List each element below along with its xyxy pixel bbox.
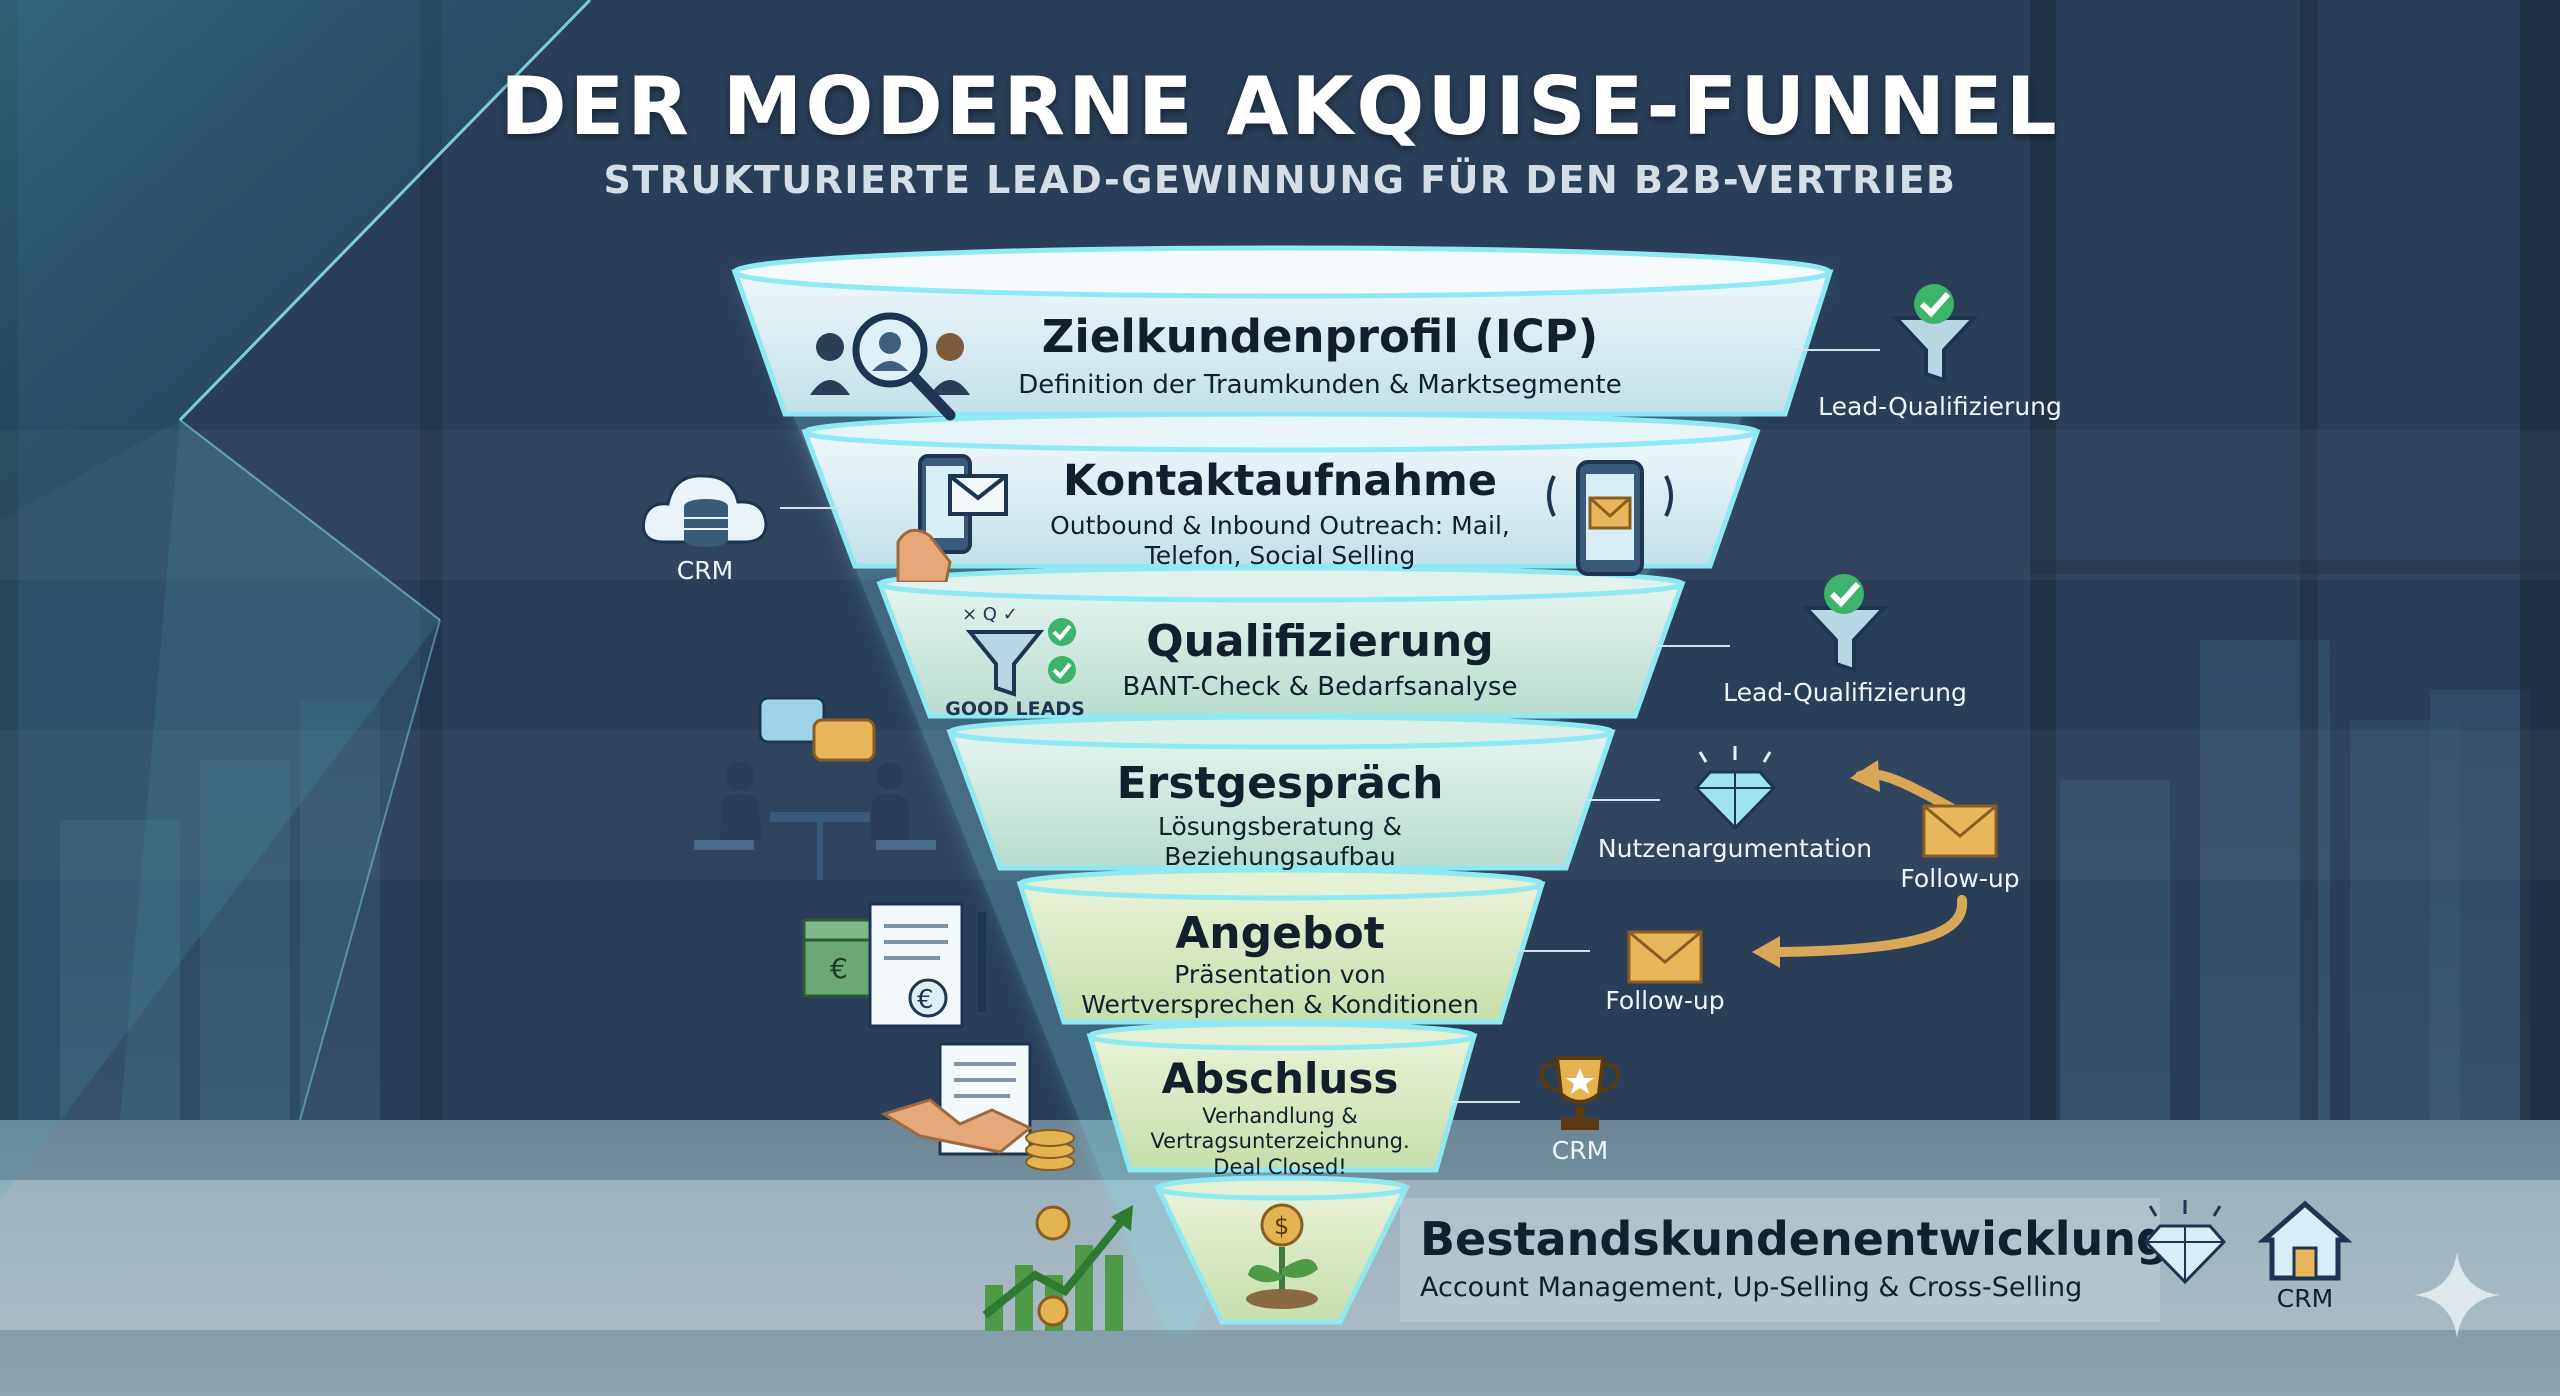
funnel-segment-6 xyxy=(1086,1021,1478,1173)
lead-qualifizierung-label-1: Lead-Qualifizierung xyxy=(1818,392,2062,421)
stage-description: Vertragsunterzeichnung. xyxy=(1150,1129,1410,1154)
stage-angebot: Angebot Präsentation von Wertversprechen… xyxy=(1060,908,1500,1020)
phone-mail-icon xyxy=(896,454,1008,582)
follow-up-label-right: Follow-up xyxy=(1900,864,2020,893)
stage-abschluss: Abschluss Verhandlung & Vertragsunterzei… xyxy=(1110,1054,1450,1180)
euro-symbol: € xyxy=(917,985,934,1015)
sparkle-icon xyxy=(2414,1252,2500,1338)
funnel-segment-1 xyxy=(731,245,1834,417)
stage-description: Outbound & Inbound Outreach: Mail, xyxy=(1050,511,1510,541)
follow-up-label-left: Follow-up xyxy=(1605,986,1725,1015)
diamond-icon xyxy=(2143,1200,2227,1285)
growth-chart-icon xyxy=(982,1205,1133,1331)
funnel-check-icon xyxy=(1801,574,1889,673)
page-subtitle: STRUKTURIERTE LEAD-GEWINNUNG FÜR DEN B2B… xyxy=(603,158,1957,202)
stage-title: Bestandskundenentwicklung xyxy=(1420,1212,2169,1266)
search-persons-icon xyxy=(810,312,970,421)
good-leads-badge: GOOD LEADS xyxy=(945,698,1085,720)
funnel-check-icon: × Q ✓ xyxy=(962,604,1076,697)
page-title: DER MODERNE AKQUISE-FUNNEL xyxy=(500,60,2060,153)
stage-erstgespraech: Erstgespräch Lösungsberatung & Beziehung… xyxy=(1080,758,1480,872)
stage-description: Wertversprechen & Konditionen xyxy=(1081,990,1479,1020)
stage-description: Beziehungsaufbau xyxy=(1164,842,1396,872)
offer-document-icon: € € xyxy=(802,902,986,1028)
stage-description: Account Management, Up-Selling & Cross-S… xyxy=(1420,1272,2083,1303)
crm-label-trophy: CRM xyxy=(1551,1136,1609,1165)
dollar-symbol: $ xyxy=(1274,1212,1289,1240)
euro-symbol: € xyxy=(830,952,848,985)
phone-mail-icon-right xyxy=(1547,460,1673,576)
handshake-icon xyxy=(880,1042,1075,1171)
diamond-icon xyxy=(1693,746,1777,831)
bottom-banner xyxy=(1400,1198,2160,1322)
plant-coin-icon: $ xyxy=(1246,1203,1318,1309)
stage-description: Definition der Traumkunden & Marktsegmen… xyxy=(1018,369,1622,400)
stage-title: Zielkundenprofil (ICP) xyxy=(1041,310,1599,363)
cloud-database-icon xyxy=(641,474,768,547)
funnel-segment-5 xyxy=(1016,867,1546,1025)
stage-title: Kontaktaufnahme xyxy=(1063,456,1497,506)
stage-description: Lösungsberatung & xyxy=(1157,812,1403,842)
stage-zielkundenprofil: Zielkundenprofil (ICP) Definition der Tr… xyxy=(940,312,1700,401)
stage-description: Deal Closed! xyxy=(1213,1154,1347,1179)
stage-description: Präsentation von xyxy=(1174,960,1386,990)
stage-title: Angebot xyxy=(1175,908,1385,959)
funnel-segment-2 xyxy=(801,411,1761,569)
stage-description: Telefon, Social Selling xyxy=(1144,541,1416,571)
stage-description: BANT-Check & Bedarfsanalyse xyxy=(1122,672,1518,703)
envelope-icon xyxy=(1922,804,1998,858)
stage-description: Verhandlung & xyxy=(1202,1104,1358,1129)
crm-label-house: CRM xyxy=(2276,1284,2334,1313)
funnel-segment-3 xyxy=(876,565,1686,719)
stage-title: Qualifizierung xyxy=(1146,616,1494,667)
house-icon xyxy=(2258,1200,2352,1281)
envelope-icon xyxy=(1627,930,1703,984)
svg-text:× Q ✓: × Q ✓ xyxy=(962,604,1018,625)
trophy-icon xyxy=(1540,1056,1620,1130)
stage-kontaktaufnahme: Kontaktaufnahme Outbound & Inbound Outre… xyxy=(960,456,1600,571)
funnel-check-icon xyxy=(1891,284,1979,383)
crm-label-left: CRM xyxy=(676,556,734,585)
nutzenargumentation-label: Nutzenargumentation xyxy=(1597,834,1873,863)
stage-title: Abschluss xyxy=(1161,1054,1399,1103)
stage-qualifizierung: Qualifizierung BANT-Check & Bedarfsanaly… xyxy=(1080,616,1560,704)
stage-title: Erstgespräch xyxy=(1116,758,1444,809)
meeting-icon xyxy=(694,696,936,880)
stage-bestandskunden: Bestandskundenentwicklung Account Manage… xyxy=(1420,1212,2169,1303)
funnel-segment-4 xyxy=(946,714,1616,871)
lead-qualifizierung-label-2: Lead-Qualifizierung xyxy=(1723,678,1967,707)
